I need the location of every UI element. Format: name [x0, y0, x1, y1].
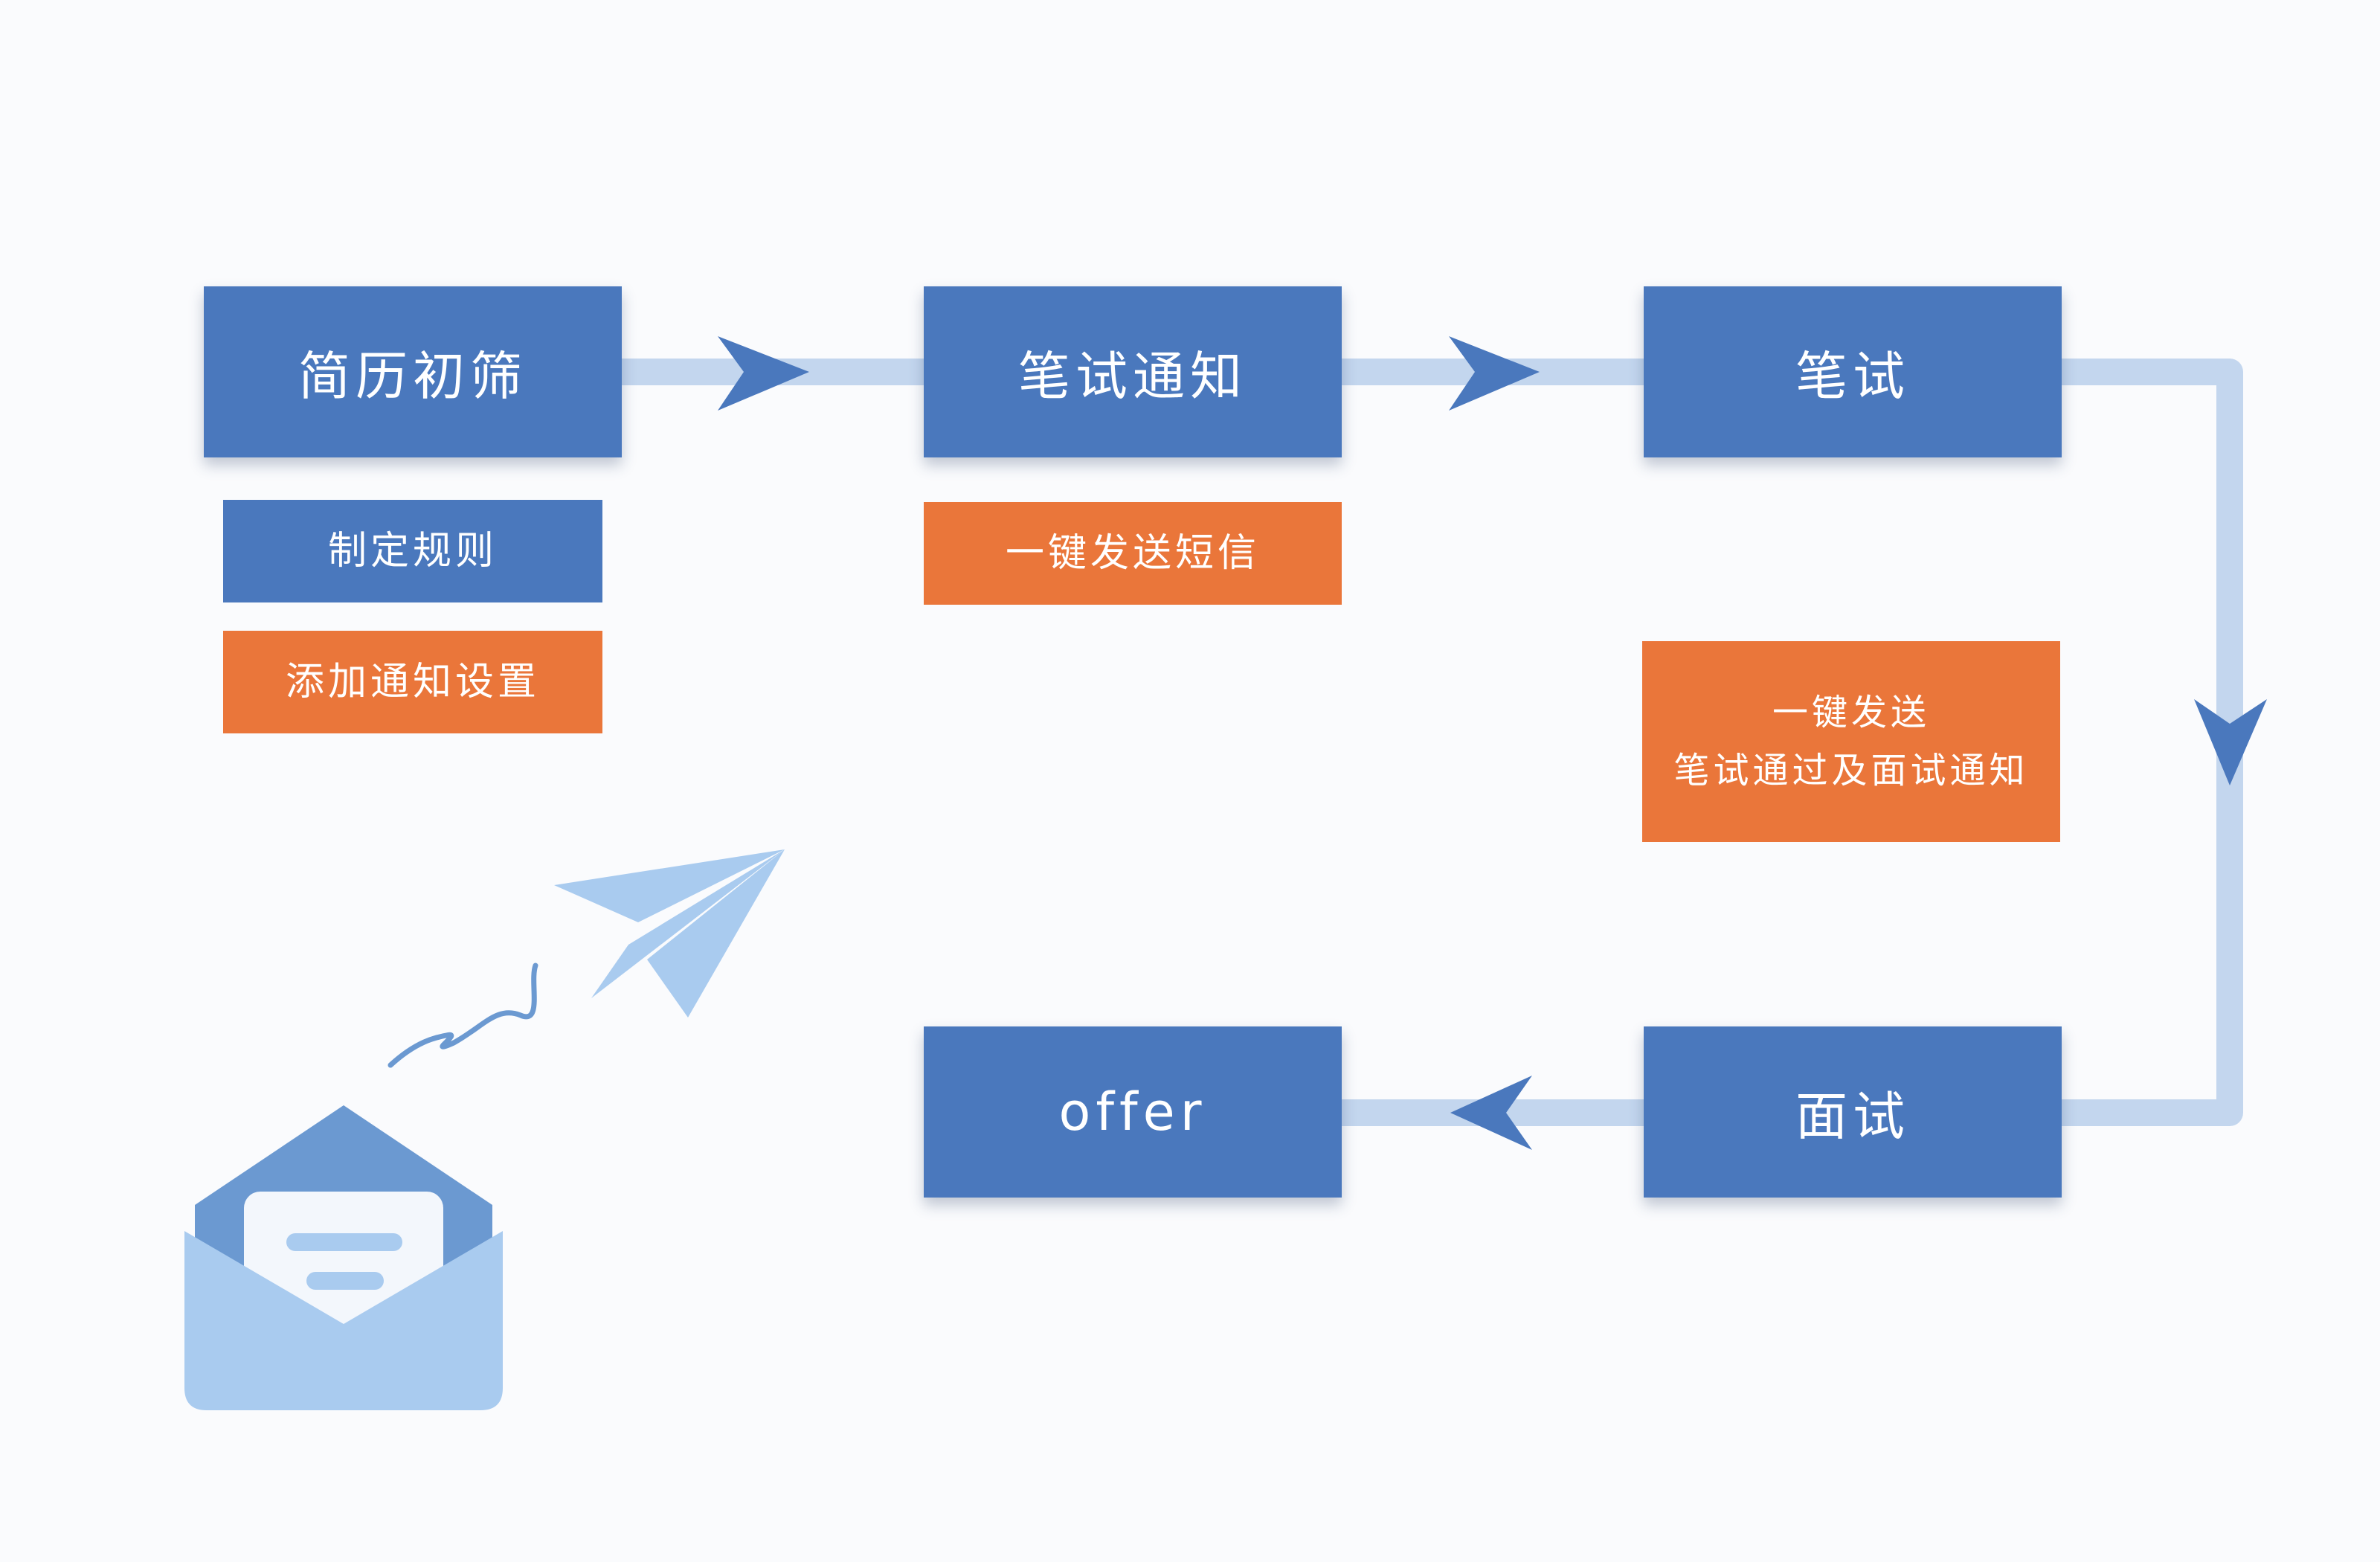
- note-add-notification-settings: 添加通知设置: [223, 631, 602, 733]
- note-set-rules: 制定规则: [223, 500, 602, 602]
- stage-written-test-notice: 笔试通知: [924, 286, 1342, 457]
- stage-label: 面试: [1795, 1085, 1910, 1147]
- stage-label: 笔试: [1795, 345, 1910, 407]
- stage-label: 简历初筛: [298, 345, 527, 407]
- note-label-line1: 一键发送: [1772, 692, 1930, 733]
- note-label-line2: 笔试通过及面试通知: [1673, 750, 2029, 791]
- stage-resume-screening: 简历初筛: [204, 286, 622, 457]
- stage-interview: 面试: [1644, 1026, 2062, 1198]
- note-label: 一键发送短信: [1005, 531, 1260, 576]
- note-one-click-sms: 一键发送短信: [924, 502, 1342, 605]
- stage-label: offer: [1058, 1081, 1207, 1142]
- arrow-down-icon: [2194, 699, 2267, 785]
- arrow-left-icon: [1450, 1076, 1532, 1150]
- connector-written-to-interview: [2060, 359, 2243, 1126]
- note-label: 添加通知设置: [285, 660, 540, 704]
- stage-written-test: 笔试: [1644, 286, 2062, 457]
- arrow-right-icon: [718, 336, 809, 411]
- stage-label: 笔试通知: [1018, 345, 1247, 407]
- arrow-right-icon: [1449, 336, 1540, 411]
- stage-offer: offer: [924, 1026, 1342, 1198]
- note-label: 制定规则: [327, 529, 498, 573]
- note-one-click-interview-notice: 一键发送 笔试通过及面试通知: [1642, 641, 2060, 842]
